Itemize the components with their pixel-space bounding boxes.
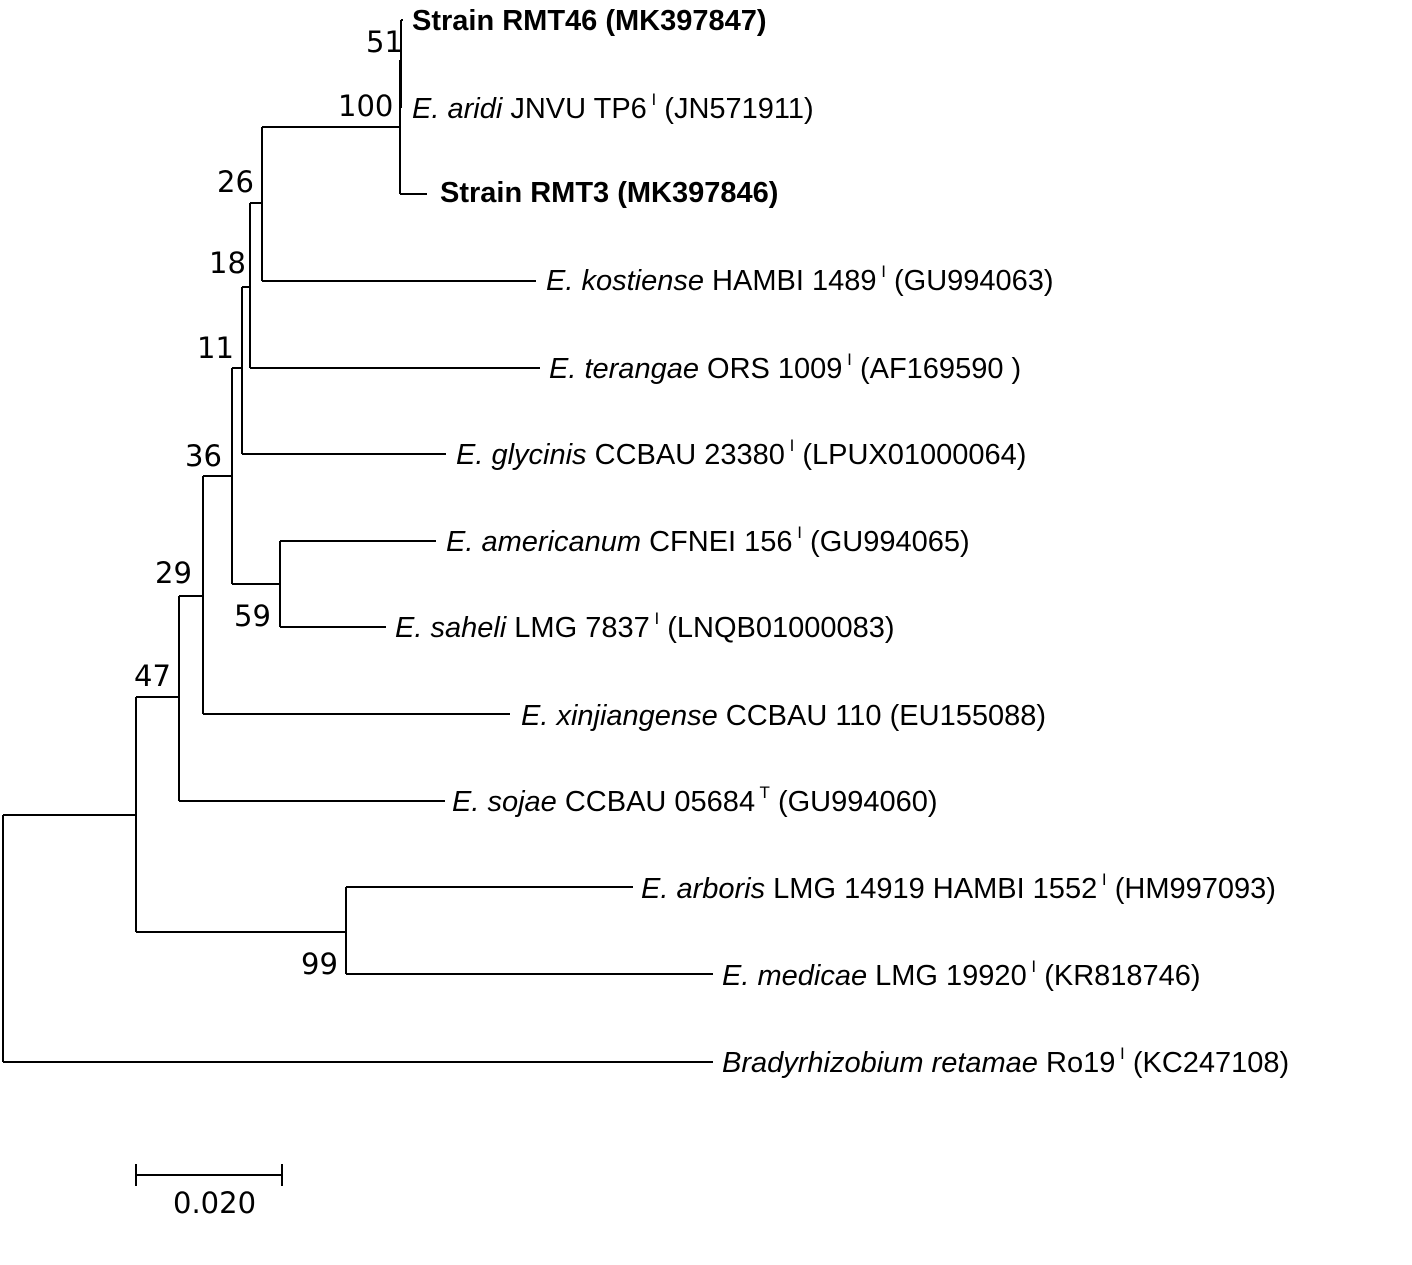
- taxon-label-sojae: E. sojae CCBAU 05684 T (GU994060): [452, 783, 938, 818]
- taxon-label-segment: (JN571911): [656, 93, 813, 125]
- bootstrap-11: 11: [197, 331, 234, 365]
- taxon-label-segment: E.: [395, 612, 422, 644]
- taxon-label-segment: [548, 700, 556, 732]
- taxon-label-segment: (GU994063): [886, 265, 1054, 297]
- taxon-label-segment: (KR818746): [1036, 960, 1200, 992]
- taxon-label-segment: (AF169590 ): [852, 353, 1021, 385]
- taxon-label-segment: [483, 439, 491, 471]
- taxon-label-segment: I: [1115, 1044, 1124, 1063]
- taxon-label-saheli: E. saheli LMG 7837 I (LNQB01000083): [395, 609, 895, 644]
- taxon-label-segment: JNVU TP6: [502, 93, 647, 125]
- taxon-label-segment: E.: [456, 439, 483, 471]
- bootstrap-100: 100: [338, 89, 393, 123]
- taxon-label-segment: arboris: [676, 873, 765, 905]
- bootstrap-18: 18: [209, 246, 246, 280]
- taxon-label-segment: [473, 526, 481, 558]
- bootstrap-99: 99: [301, 947, 338, 981]
- taxon-label-segment: [479, 786, 487, 818]
- taxon-label-segment: E.: [412, 93, 439, 125]
- taxon-label-segment: I: [1027, 957, 1036, 976]
- bootstrap-59: 59: [234, 599, 271, 633]
- taxon-label-segment: medicae: [757, 960, 867, 992]
- taxon-label-segment: Ro19: [1038, 1047, 1115, 1079]
- taxon-label-segment: aridi: [447, 93, 503, 125]
- taxon-label-segment: terangae: [584, 353, 699, 385]
- scale-bar: 0.020: [135, 1164, 283, 1220]
- taxon-label-segment: E.: [521, 700, 548, 732]
- taxon-label-xinjiangense: E. xinjiangense CCBAU 110 (EU155088): [521, 700, 1046, 732]
- bootstrap-values: 51 100 26 18 11 36 59 29 47 99: [134, 25, 403, 981]
- taxon-label-segment: CCBAU 23380: [587, 439, 785, 471]
- taxon-label-segment: LMG 14919 HAMBI 1552: [765, 873, 1097, 905]
- taxon-label-segment: glycinis: [491, 439, 586, 471]
- taxon-label-segment: CCBAU 110 (EU155088): [718, 700, 1046, 732]
- taxon-label-segment: (GU994060): [770, 786, 938, 818]
- taxon-label-segment: [573, 265, 581, 297]
- bootstrap-47: 47: [134, 659, 171, 693]
- taxon-label-segment: LMG 7837: [506, 612, 649, 644]
- taxon-label-segment: (LNQB01000083): [659, 612, 894, 644]
- taxon-label-segment: CFNEI 156: [641, 526, 793, 558]
- taxon-label-medicae: E. medicae LMG 19920 I (KR818746): [722, 957, 1201, 992]
- taxon-label-segment: [422, 612, 430, 644]
- taxon-label-segment: E.: [722, 960, 749, 992]
- taxon-label-segment: Strain RMT3 (MK397846): [440, 177, 778, 209]
- taxon-label-segment: [749, 960, 757, 992]
- taxon-label-segment: CCBAU 05684: [557, 786, 755, 818]
- taxon-label-segment: [576, 353, 584, 385]
- scale-bar-label: 0.020: [173, 1186, 256, 1220]
- taxon-label-segment: I: [842, 350, 851, 369]
- taxon-label-segment: Bradyrhizobium: [722, 1047, 923, 1079]
- taxon-label-rmt3: Strain RMT3 (MK397846): [440, 177, 778, 209]
- taxon-label-segment: (KC247108): [1125, 1047, 1289, 1079]
- bootstrap-29: 29: [155, 556, 192, 590]
- taxon-label-segment: I: [876, 262, 885, 281]
- taxon-label-rmt46: Strain RMT46 (MK397847): [412, 5, 767, 37]
- taxon-label-segment: I: [793, 523, 802, 542]
- taxon-label-segment: americanum: [481, 526, 641, 558]
- taxon-label-segment: LMG 19920: [867, 960, 1027, 992]
- taxon-label-segment: Strain RMT46 (MK397847): [412, 5, 767, 37]
- taxon-label-segment: I: [785, 436, 794, 455]
- taxon-label-segment: xinjiangense: [554, 700, 717, 732]
- taxon-label-segment: sojae: [487, 786, 556, 818]
- taxon-label-segment: [439, 93, 447, 125]
- taxon-label-kostiense: E. kostiense HAMBI 1489 I (GU994063): [546, 262, 1054, 297]
- taxon-label-arboris: E. arboris LMG 14919 HAMBI 1552 I (HM997…: [641, 870, 1276, 905]
- bootstrap-26: 26: [217, 165, 254, 199]
- taxon-label-segment: I: [650, 609, 659, 628]
- taxon-label-segment: kostiense: [581, 265, 704, 297]
- taxon-label-segment: HAMBI 1489: [704, 265, 876, 297]
- taxon-label-segment: T: [755, 783, 770, 802]
- taxon-label-segment: E.: [452, 786, 479, 818]
- bootstrap-36: 36: [185, 439, 222, 473]
- taxon-label-bradyrhizobium: Bradyrhizobium retamae Ro19 I (KC247108): [722, 1044, 1289, 1079]
- taxon-label-terangae: E. terangae ORS 1009 I (AF169590 ): [549, 350, 1021, 385]
- taxon-label-segment: I: [1097, 870, 1106, 889]
- taxon-label-segment: E.: [446, 526, 473, 558]
- taxon-label-segment: E.: [549, 353, 576, 385]
- taxon-label-segment: E.: [641, 873, 668, 905]
- taxon-label-glycinis: E. glycinis CCBAU 23380 I (LPUX01000064): [456, 436, 1026, 471]
- taxon-label-segment: retamae: [932, 1047, 1038, 1079]
- taxon-label-segment: [668, 873, 676, 905]
- bootstrap-51: 51: [366, 25, 403, 59]
- taxon-label-segment: [923, 1047, 931, 1079]
- taxon-label-segment: ORS 1009: [699, 353, 842, 385]
- taxon-label-segment: saheli: [430, 612, 507, 644]
- taxon-label-segment: E.: [546, 265, 573, 297]
- taxon-label-segment: (LPUX01000064): [794, 439, 1026, 471]
- taxon-label-segment: (GU994065): [802, 526, 970, 558]
- taxon-label-segment: I: [647, 90, 656, 109]
- taxon-labels: Strain RMT46 (MK397847) E. aridi JNVU TP6…: [395, 5, 1289, 1079]
- taxon-label-aridi: E. aridi JNVU TP6 I (JN571911): [412, 90, 814, 125]
- tree-branches: [2, 19, 713, 1063]
- taxon-label-americanum: E. americanum CFNEI 156 I (GU994065): [446, 523, 970, 558]
- taxon-label-segment: (HM997093): [1107, 873, 1276, 905]
